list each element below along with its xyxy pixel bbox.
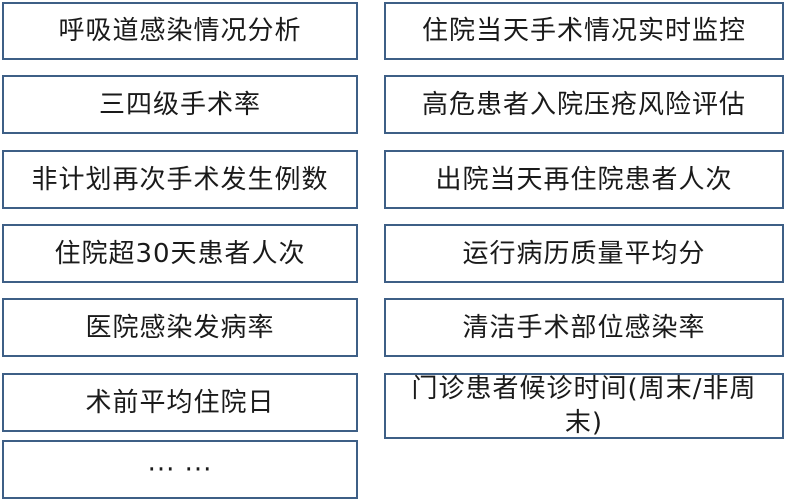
indicator-box-left-6: 术前平均住院日 [2, 373, 358, 432]
indicator-label: 高危患者入院压疮风险评估 [421, 89, 746, 120]
indicator-label: 住院当天手术情况实时监控 [421, 16, 746, 46]
indicator-label: 非计划再次手术发生例数 [31, 164, 329, 195]
indicator-box-left-5: 医院感染发病率 [2, 298, 358, 357]
indicator-box-right-3: 出院当天再住院患者人次 [384, 150, 784, 209]
indicator-label: 出院当天再住院患者人次 [435, 164, 733, 195]
indicator-box-left-1: 呼吸道感染情况分析 [2, 2, 358, 60]
indicator-box-left-4: 住院超30天患者人次 [2, 224, 358, 283]
indicator-box-right-5: 清洁手术部位感染率 [384, 298, 784, 357]
indicator-label: 医院感染发病率 [85, 312, 275, 343]
indicator-box-right-4: 运行病历质量平均分 [384, 224, 784, 283]
indicator-box-left-3: 非计划再次手术发生例数 [2, 150, 358, 209]
indicator-label: 住院超30天患者人次 [54, 238, 306, 269]
indicator-box-right-2: 高危患者入院压疮风险评估 [384, 75, 784, 134]
ellipsis-label: ··· ··· [147, 454, 213, 485]
indicator-label: 术前平均住院日 [85, 387, 275, 418]
indicator-label: 呼吸道感染情况分析 [58, 16, 302, 46]
indicator-box-right-6: 门诊患者候诊时间(周末/非周末) [384, 373, 784, 439]
indicator-box-right-1: 住院当天手术情况实时监控 [384, 2, 784, 60]
indicator-label: 运行病历质量平均分 [462, 238, 706, 269]
indicator-label: 清洁手术部位感染率 [462, 312, 706, 343]
ellipsis-box: ··· ··· [2, 440, 358, 499]
indicator-box-left-2: 三四级手术率 [2, 75, 358, 134]
indicator-label: 三四级手术率 [98, 89, 261, 120]
indicator-label: 门诊患者候诊时间(周末/非周末) [411, 374, 757, 438]
